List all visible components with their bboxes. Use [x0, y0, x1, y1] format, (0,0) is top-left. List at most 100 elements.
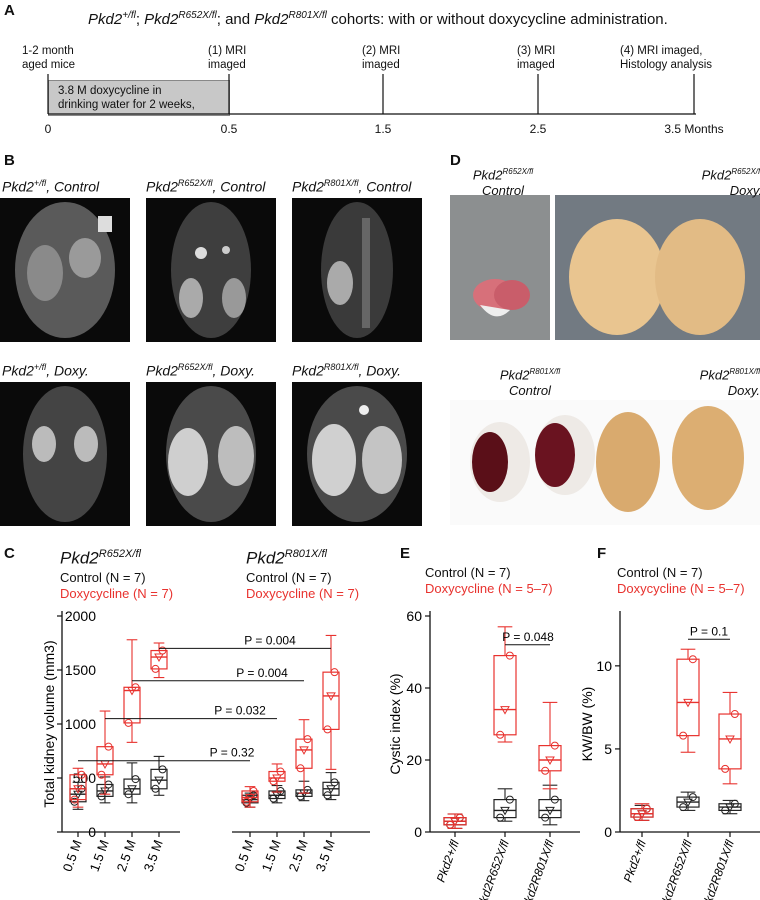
data-point	[131, 683, 140, 692]
data-point	[127, 785, 137, 794]
mri-title-r801x-control: Pkd2R801X/fl, Control	[292, 178, 412, 195]
y-tick-label: 40	[406, 680, 422, 696]
data-point	[730, 799, 739, 808]
data-point	[505, 651, 514, 660]
x-tick-label: Pkd2R652X/fl	[657, 838, 695, 900]
doxycycline-box-label: 3.8 M doxycycline in drinking water for …	[58, 85, 195, 111]
panel-a-label: A	[4, 2, 15, 19]
data-point	[545, 756, 555, 766]
data-point	[545, 806, 555, 816]
timeline-axis	[47, 74, 696, 115]
data-point	[505, 795, 514, 804]
photo-r652x-doxy	[555, 195, 760, 340]
box-doxycycline	[538, 745, 562, 772]
data-point	[679, 803, 688, 812]
data-point	[70, 795, 79, 804]
chart-c-total-kidney-volume: Total kidney volume (mm3)050010001500200…	[41, 608, 370, 874]
data-point	[104, 742, 113, 751]
mri-image-r801x-control	[292, 198, 422, 342]
box-doxycycline	[718, 713, 742, 770]
data-point	[688, 655, 697, 664]
data-point	[97, 770, 106, 779]
p-value-label: P = 0.32	[210, 746, 255, 760]
mri-image-r652x-doxy	[146, 382, 276, 526]
data-point	[637, 810, 647, 819]
photo-r652x-control	[450, 195, 550, 340]
panel-e-dox-legend: Doxycycline (N = 5–7)	[425, 581, 553, 596]
timeline-event-4: (4) MRI imaged, Histology analysis	[620, 45, 713, 71]
data-point	[721, 764, 730, 773]
box-doxycycline	[123, 686, 141, 724]
mri-image-wt-control	[0, 198, 130, 342]
data-point	[272, 774, 282, 784]
panel-c-group1-control-legend: Control (N = 7)	[60, 570, 146, 585]
data-point	[158, 646, 167, 655]
x-tick-label: 3.5 M	[141, 838, 166, 874]
data-point	[73, 790, 83, 800]
data-point	[154, 776, 164, 786]
data-point	[496, 730, 505, 739]
x-tick-label: 0.5 M	[60, 838, 85, 874]
data-point	[97, 792, 106, 801]
timeline-tick-0: 0	[44, 122, 52, 136]
timeline-event-3: (3) MRI imaged	[517, 45, 556, 71]
panel-f-label: F	[597, 545, 607, 562]
data-point	[299, 746, 309, 755]
data-point	[446, 820, 455, 829]
panel-c-group2-dox-legend: Doxycycline (N = 7)	[246, 586, 360, 601]
data-point	[326, 692, 336, 701]
data-point	[496, 813, 505, 822]
data-point	[688, 793, 697, 802]
data-point	[642, 804, 651, 813]
panel-e-control-legend: Control (N = 7)	[425, 565, 511, 580]
y-tick-label: 1500	[65, 662, 96, 678]
timeline-tick-2: 1.5	[374, 122, 392, 136]
data-point	[249, 786, 258, 795]
photo-r801x-row	[450, 400, 760, 525]
y-tick-label: 0	[604, 824, 612, 840]
data-point	[725, 803, 735, 813]
data-point	[550, 795, 559, 804]
data-point	[326, 785, 336, 794]
panel-a-title: Pkd2+/fl; Pkd2R652X/fl; and Pkd2R801X/fl…	[88, 10, 668, 28]
panel-f-control-legend: Control (N = 7)	[617, 565, 703, 580]
data-point	[455, 813, 464, 822]
data-point	[158, 765, 167, 774]
data-point	[330, 778, 339, 787]
y-tick-label: 1000	[65, 716, 96, 732]
mri-title-wt-doxy: Pkd2+/fl, Doxy.	[2, 362, 89, 379]
panel-c-label: C	[4, 545, 15, 562]
data-point	[151, 784, 160, 793]
data-point	[725, 735, 735, 744]
y-axis-label: KW/BW (%)	[579, 687, 595, 762]
p-value-label: P = 0.032	[214, 704, 266, 718]
data-point	[124, 718, 133, 727]
data-point	[303, 735, 312, 744]
data-point	[541, 813, 550, 822]
x-tick-label: 1.5 M	[87, 838, 112, 874]
panel-f-dox-legend: Doxycycline (N = 5–7)	[617, 581, 745, 596]
p-value-label: P = 0.004	[236, 666, 288, 680]
mri-title-wt-control: Pkd2+/fl, Control	[2, 178, 100, 195]
data-point	[541, 766, 550, 775]
data-point	[249, 791, 258, 800]
mri-image-r801x-doxy	[292, 382, 422, 526]
panel-c-group1-title: Pkd2R652X/fl	[60, 548, 141, 568]
data-point	[154, 653, 164, 663]
x-tick-label: 0.5 M	[232, 838, 257, 874]
data-point	[550, 741, 559, 750]
x-tick-label: 2.5 M	[114, 838, 139, 874]
mri-title-r801x-doxy: Pkd2R801X/fl, Doxy.	[292, 362, 401, 379]
y-tick-label: 2000	[65, 608, 96, 624]
data-point	[73, 785, 83, 794]
data-point	[730, 710, 739, 719]
data-point	[500, 706, 510, 715]
data-point	[323, 791, 332, 800]
box-control	[538, 799, 562, 819]
data-point	[450, 817, 460, 827]
